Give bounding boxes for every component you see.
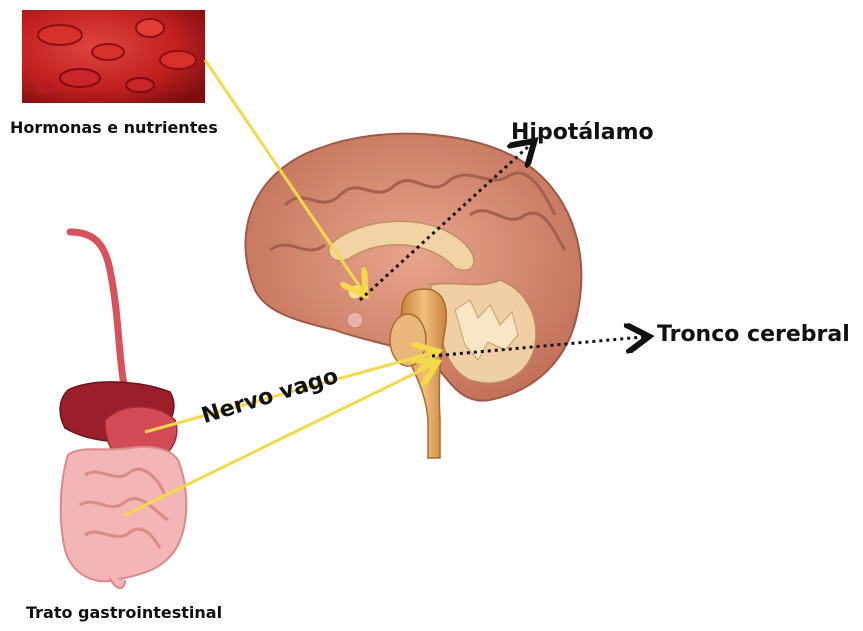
digestive-system-illustration xyxy=(60,232,186,588)
hypothalamus-label: Hipotálamo xyxy=(511,120,654,145)
hormones-nutrients-label: Hormonas e nutrientes xyxy=(10,118,218,137)
gi-tract-label: Trato gastrointestinal xyxy=(26,603,222,622)
blood-cells-image xyxy=(22,10,205,103)
brainstem-label: Tronco cerebral xyxy=(657,322,850,347)
